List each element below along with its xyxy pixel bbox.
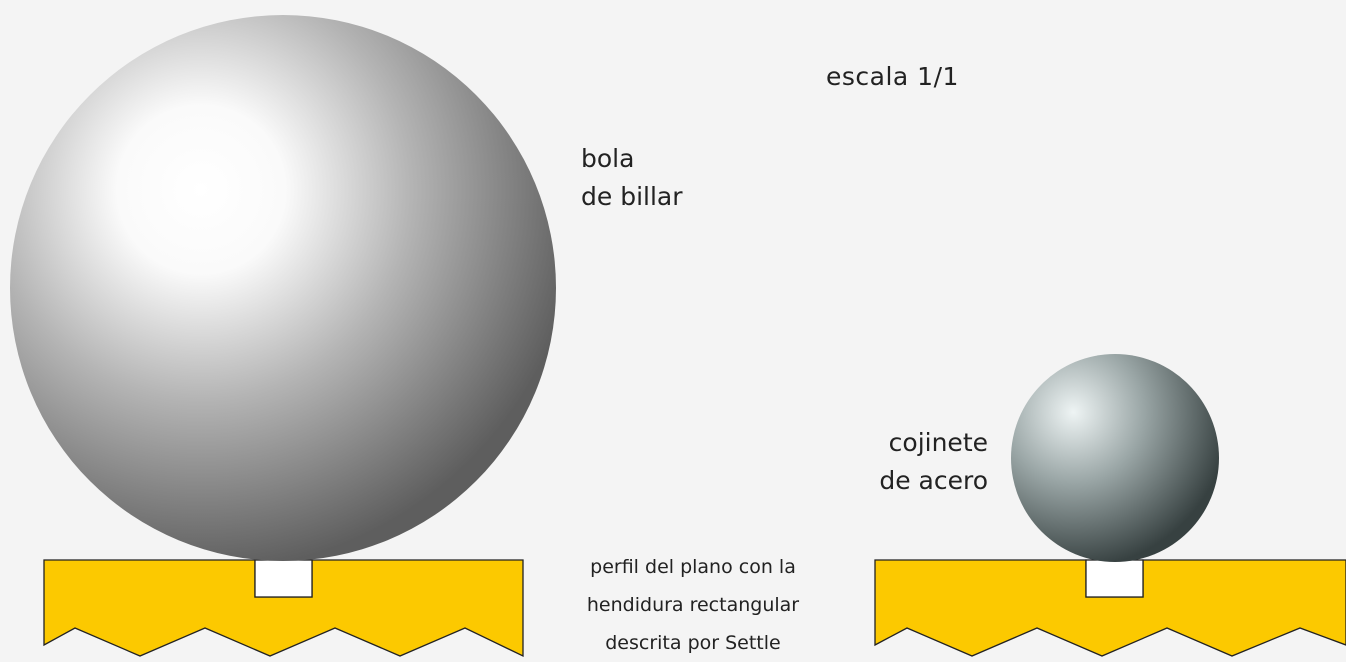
plane-profile-caption: perfil del plano con la hendidura rectan…	[548, 548, 838, 662]
steel-bearing-label-line2: de acero	[879, 466, 988, 495]
steel-bearing-label-line1: cojinete	[888, 428, 988, 457]
right-groove	[1085, 559, 1144, 598]
plane-caption-line3: descrita por Settle	[605, 632, 781, 654]
plane-caption-line1: perfil del plano con la	[590, 556, 796, 578]
billiard-ball	[10, 15, 556, 561]
left-groove	[254, 559, 313, 598]
plane-caption-line2: hendidura rectangular	[586, 594, 800, 616]
billiard-ball-label: bola de billar	[581, 140, 683, 216]
steel-bearing	[1011, 354, 1219, 562]
billiard-ball-label-line2: de billar	[581, 182, 683, 211]
steel-bearing-label: cojinete de acero	[879, 424, 988, 500]
scale-label: escala 1/1	[826, 62, 959, 91]
billiard-ball-label-line1: bola	[581, 144, 635, 173]
